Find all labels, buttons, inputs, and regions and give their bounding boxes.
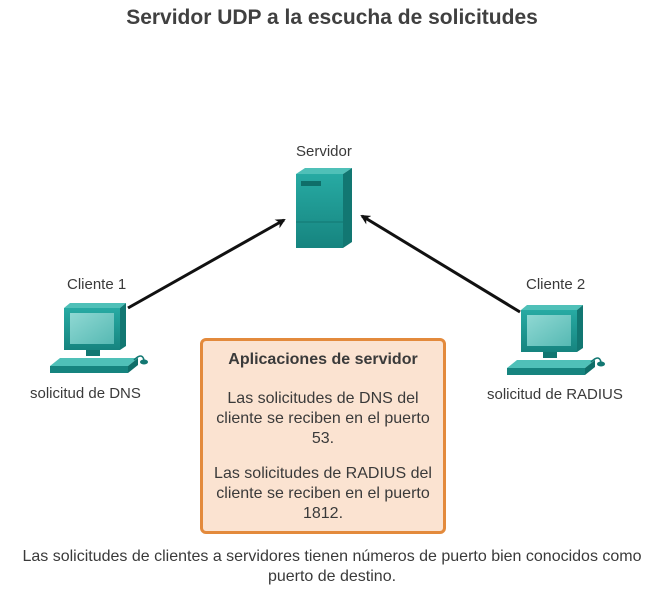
info-box-radius-text: Las solicitudes de RADIUS del cliente se… [214, 465, 432, 522]
desktop-computer-icon [507, 305, 605, 375]
info-box-dns-text: Las solicitudes de DNS del cliente se re… [216, 390, 430, 447]
arrow-client2-to-server [360, 214, 521, 314]
client2-label: Cliente 2 [526, 276, 586, 293]
desktop-computer-icon [50, 303, 148, 373]
client2-request-label: solicitud de RADIUS [487, 386, 623, 403]
server-applications-box: Aplicaciones de servidor Las solicitudes… [200, 338, 446, 534]
client1-request-label: solicitud de DNS [30, 385, 141, 402]
diagram-caption: Las solicitudes de clientes a servidores… [22, 548, 642, 585]
server-label: Servidor [296, 143, 352, 160]
page-title: Servidor UDP a la escucha de solicitudes [126, 6, 538, 29]
client1-label: Cliente 1 [67, 276, 127, 293]
arrow-client1-to-server [127, 218, 286, 310]
server-icon [296, 168, 352, 248]
info-box-heading: Aplicaciones de servidor [228, 351, 418, 368]
